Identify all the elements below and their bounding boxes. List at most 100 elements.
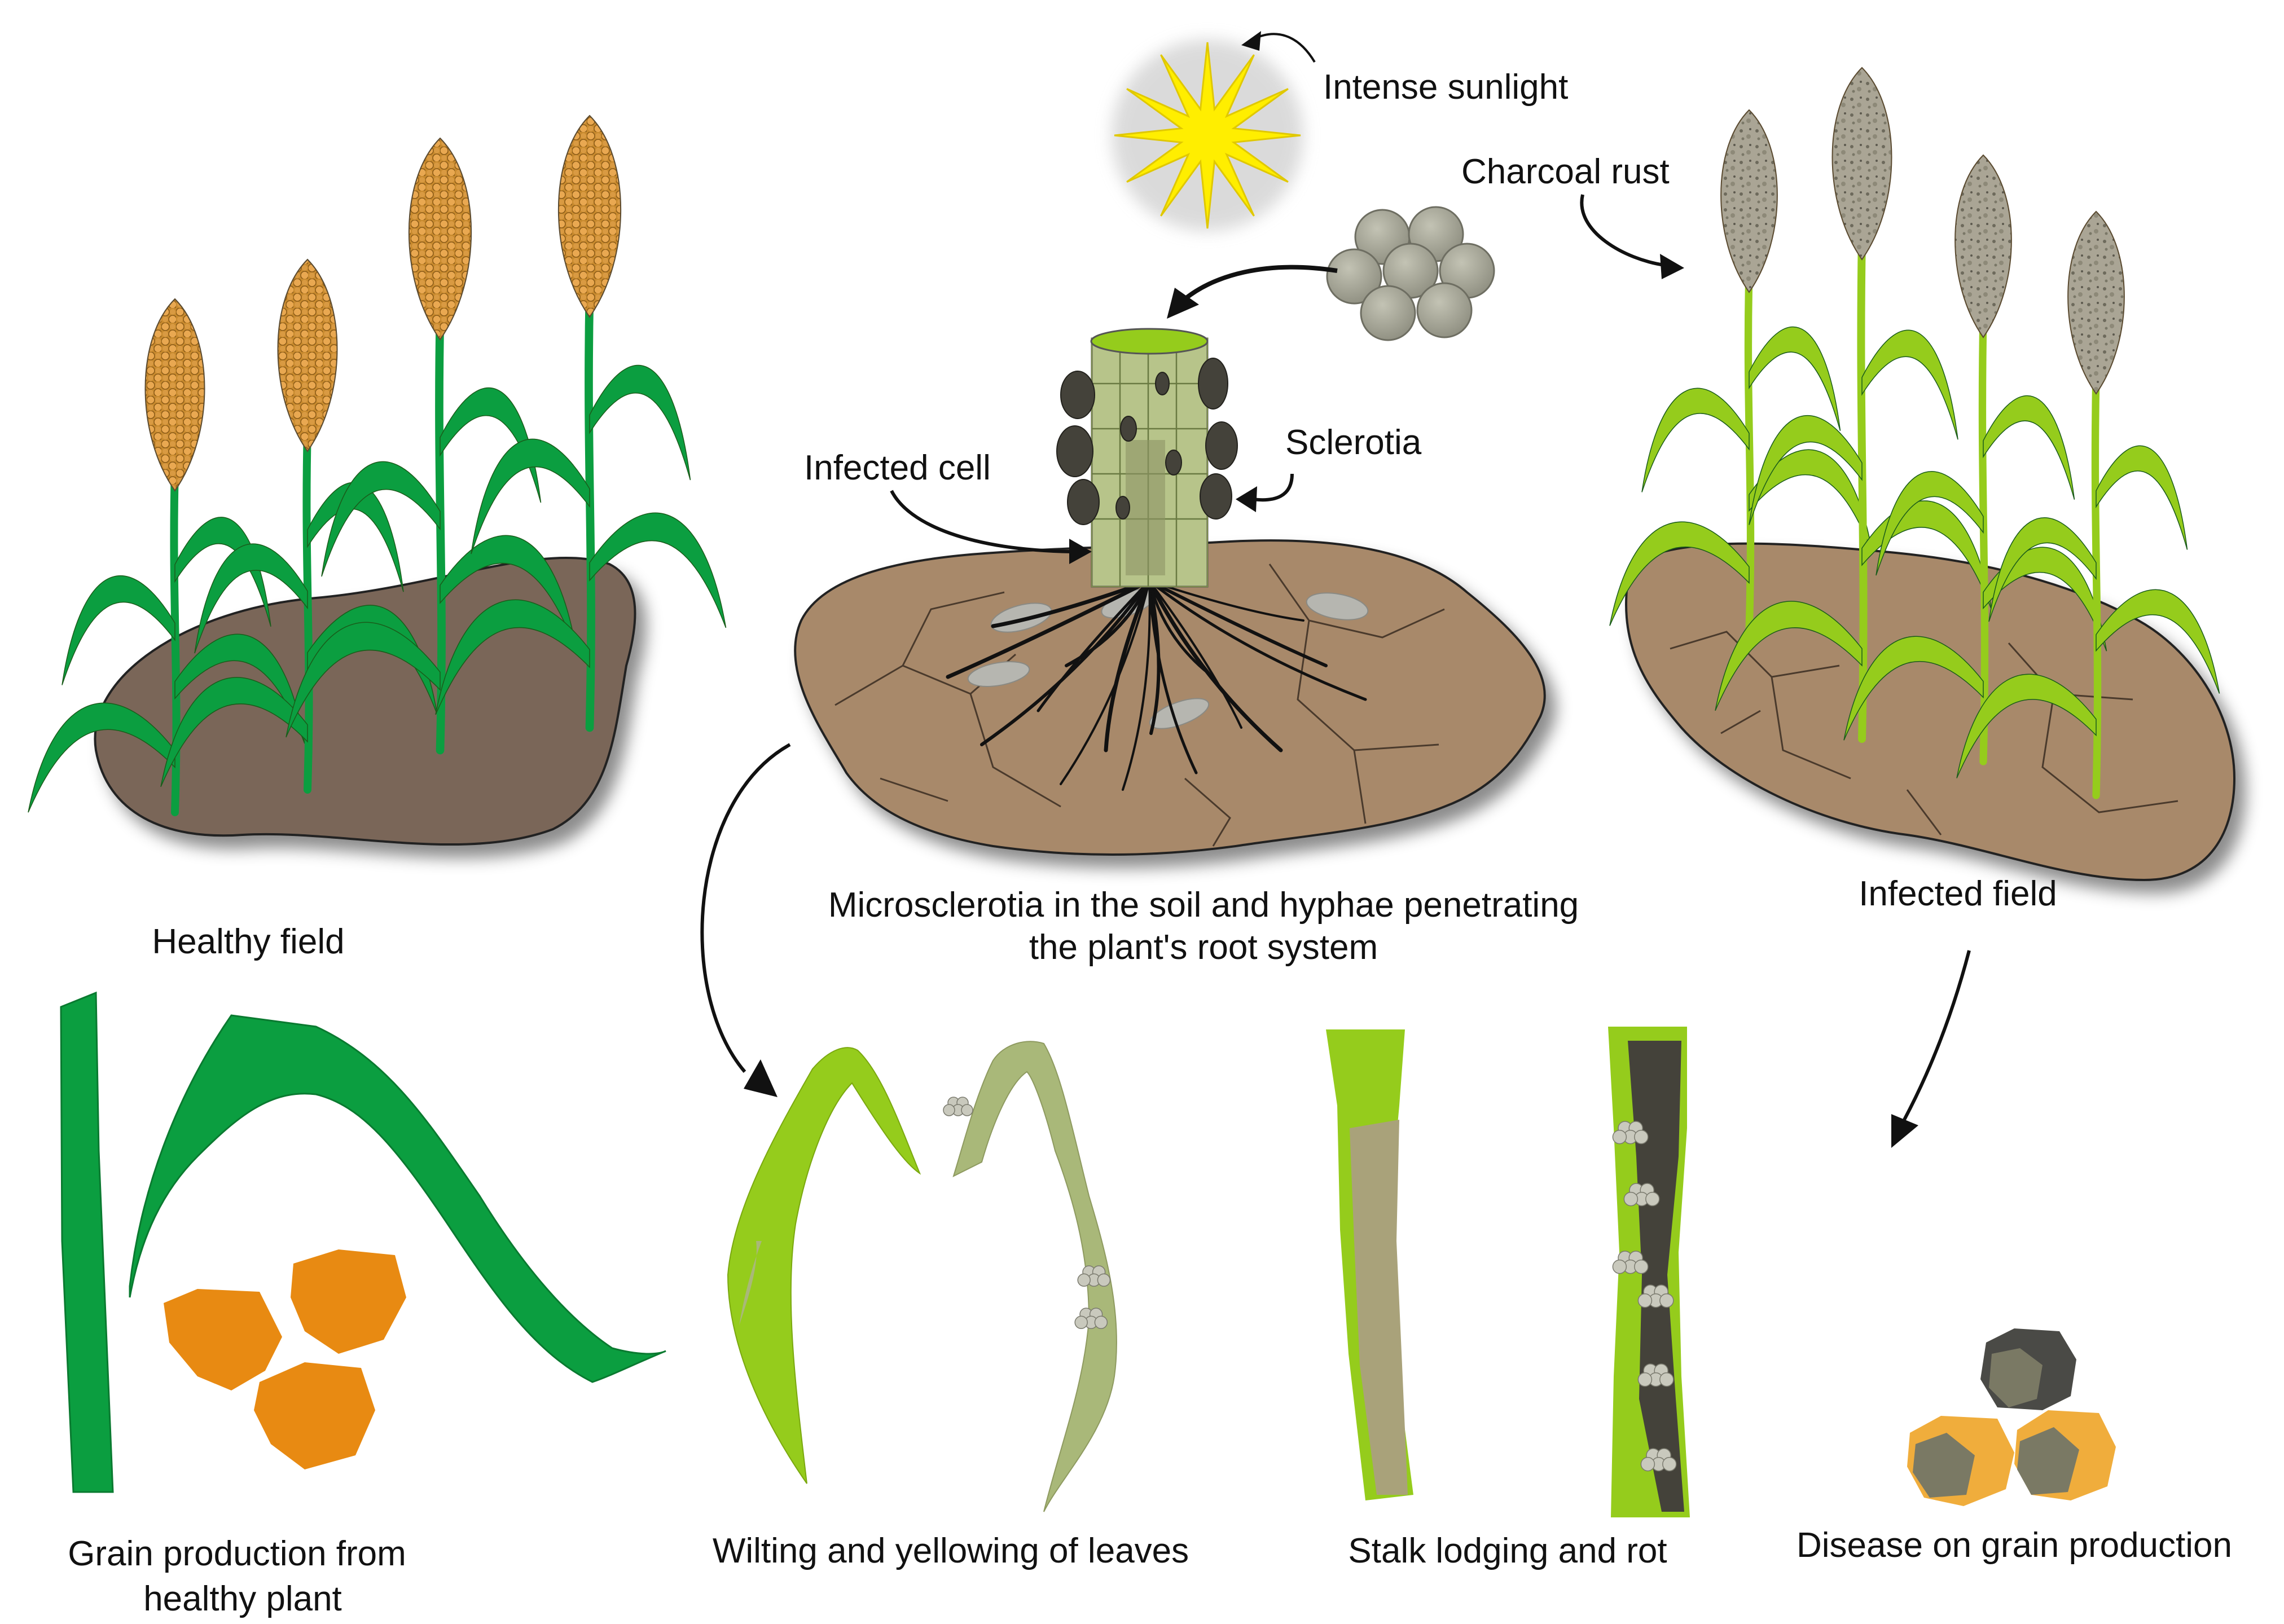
root-strand (980, 579, 1151, 746)
field-to-grain-arrow (1903, 950, 1971, 1121)
root-strand (1148, 579, 1215, 679)
soil-crack (1906, 789, 1942, 835)
root-strand (1148, 580, 1242, 729)
sorghum-plant (1609, 109, 1873, 636)
sun-icon (1112, 39, 1303, 231)
spore-dot (1623, 1191, 1639, 1207)
wilting-leaves-illustration (727, 1041, 1117, 1512)
spore-dot (943, 1104, 955, 1116)
label-infected-cell: Infected cell (804, 448, 991, 487)
infected-soil-cracks (1670, 631, 2178, 835)
label-sclerotia: Sclerotia (1285, 423, 1422, 462)
soil-crack (2041, 693, 2178, 813)
sclerotia-blob (1165, 450, 1182, 476)
healthy-grain-1 (164, 1289, 282, 1390)
sclerotia-arrowhead (1236, 486, 1257, 512)
sclerotia-blob (1067, 479, 1100, 525)
wilted-green-leaf (727, 1047, 921, 1484)
sorghum-plant (1956, 210, 2220, 799)
infected-sorghum-plants (1609, 67, 2220, 799)
soil-crack (1720, 710, 1761, 734)
spore-dot (1662, 1456, 1677, 1472)
label-healthy-field: Healthy field (152, 922, 344, 961)
soil-crack (1184, 777, 1231, 847)
diseased-grain-top-inner (1989, 1348, 2043, 1407)
root-strand (946, 579, 1152, 679)
root-strand (991, 579, 1152, 628)
sorghum-plant (1843, 154, 2107, 765)
spore-dot (1659, 1293, 1674, 1308)
field-to-grain-arrowhead (1891, 1114, 1918, 1148)
infected-field-illustration (1609, 67, 2236, 882)
charcoal-rust-arrow (1580, 194, 1665, 267)
soil-to-wilting-arrowhead (744, 1059, 778, 1097)
healthy-field-illustration (28, 115, 727, 846)
spore-dot (1612, 1259, 1627, 1274)
soil-crack (1771, 676, 1851, 780)
soil-crack (1670, 631, 1840, 678)
spore-dot (1637, 1293, 1653, 1308)
soil-crack (1353, 750, 1367, 824)
spore-circle (1326, 248, 1382, 305)
soil-crack (880, 777, 948, 802)
spore-dot (1074, 1315, 1088, 1330)
spore-dot (1640, 1456, 1655, 1472)
sclerotia-arrow (1252, 473, 1294, 502)
rotten-stalk-dark-rot (1628, 1041, 1684, 1512)
healthy-plant-grain-illustration (60, 991, 666, 1493)
microsclerotia-ellipse (1149, 698, 1210, 729)
root-strand (1148, 579, 1367, 701)
label-microsclerotia-line2: the plant's root system (1029, 928, 1378, 967)
diseased-grain-left-inner (1913, 1433, 1975, 1498)
spore-dot (1077, 1273, 1091, 1287)
healthy-sorghum-plants (28, 115, 727, 816)
sclerotia-blob (1115, 496, 1130, 520)
healthy-grain-3 (254, 1362, 375, 1469)
root-system (946, 579, 1367, 791)
infected-cell-arrowhead (1069, 539, 1092, 564)
label-wilting: Wilting and yellowing of leaves (713, 1531, 1189, 1570)
spore-dot (1634, 1129, 1649, 1145)
infected-cell-arrow (890, 490, 1073, 553)
lodged-stalk-rot (1350, 1120, 1408, 1495)
spore-dot (1094, 1315, 1108, 1330)
microsclerotia-cluster (1326, 206, 1495, 341)
soil-crack (969, 693, 1061, 808)
charcoal-rust-arrowhead (1660, 254, 1684, 279)
label-infected-field: Infected field (1859, 874, 2057, 913)
healthy-leaf-arch (129, 1014, 666, 1383)
sclerotia-blob (1056, 425, 1093, 477)
sclerotia-blob (1060, 371, 1095, 419)
sorghum-plant (286, 137, 577, 755)
sunlight-arrowhead (1241, 31, 1261, 51)
microsclerotia-ellipse (967, 661, 1030, 687)
sclerotia-blob (1120, 416, 1137, 442)
spore-to-stem-arrow (1183, 265, 1338, 301)
diseased-grain-illustration (1907, 1328, 2116, 1506)
sorghum-plant (435, 115, 727, 732)
sclerotia-blob (1205, 421, 1238, 470)
label-stalk: Stalk lodging and rot (1348, 1531, 1667, 1570)
root-strand (1122, 580, 1151, 791)
sorghum-plant (160, 258, 438, 794)
label-intense-sunlight: Intense sunlight (1323, 68, 1568, 107)
root-strand (1104, 579, 1152, 752)
root-strand (1148, 580, 1304, 622)
spore-dot (1637, 1372, 1653, 1387)
wilted-leaf-yellow-streak (739, 1241, 762, 1326)
microsclerotia-ellipse (1306, 592, 1369, 620)
label-microsclerotia-line1: Microsclerotia in the soil and hyphae pe… (828, 886, 1579, 925)
spore-dot (1634, 1259, 1649, 1274)
wilted-yellow-leaf (952, 1041, 1117, 1512)
spore-dot (1645, 1191, 1660, 1207)
healthy-grain-2 (291, 1249, 406, 1354)
soil-crack (1268, 564, 1445, 639)
root-strand (1065, 579, 1151, 667)
sclerotia-blob (1200, 473, 1232, 520)
diseased-grain-right-inner (2017, 1427, 2079, 1495)
spore-dot (1612, 1129, 1627, 1145)
label-charcoal-rust: Charcoal rust (1461, 152, 1670, 191)
stalk-rot-illustration (1326, 1027, 1690, 1517)
spore-circle (1360, 285, 1416, 341)
